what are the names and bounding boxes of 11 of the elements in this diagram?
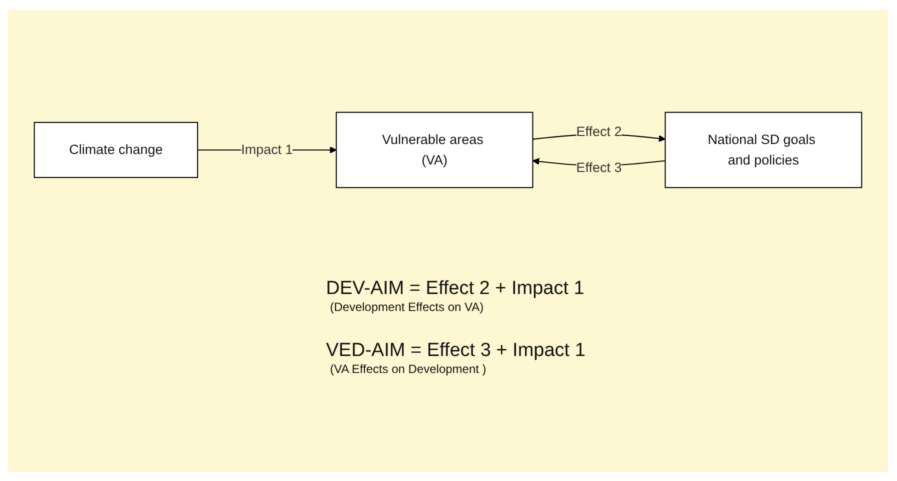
node-box — [34, 122, 198, 178]
flowchart: Impact 1 Effect 2 Effect 3 Climate change Vulnerable areas (VA) National SD goals and policies — [28, 106, 868, 194]
edge-label: Effect 2 — [576, 124, 622, 140]
node-box — [336, 112, 534, 188]
node-box — [664, 112, 862, 188]
edge-label: Effect 3 — [576, 160, 622, 176]
formula-text: DEV-AIM = Effect 2 + Impact 1 — [326, 278, 586, 300]
formula-note: (VA Effects on Development ) — [330, 362, 488, 376]
formula-note: (Development Effects on VA) — [330, 300, 485, 314]
edge-label: Impact 1 — [241, 142, 293, 158]
formula-text: VED-AIM = Effect 3 + Impact 1 — [326, 340, 586, 362]
